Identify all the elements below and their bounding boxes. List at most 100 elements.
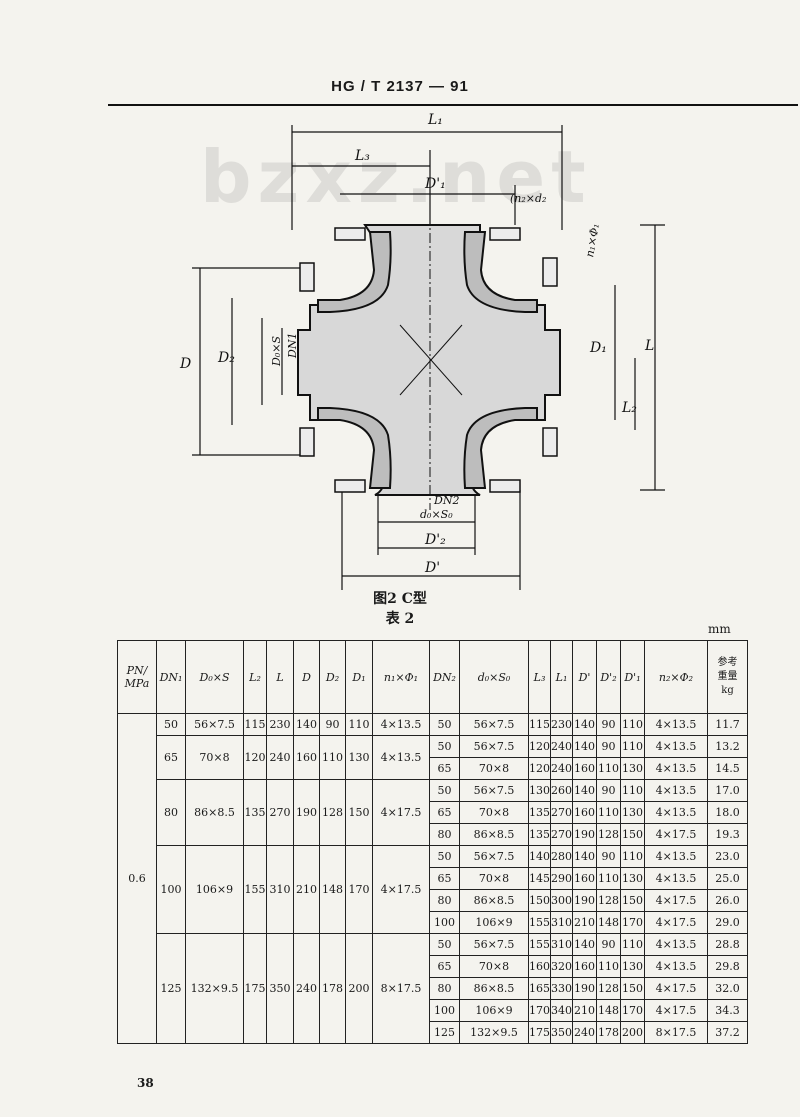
dim-label-L2: L₂ [621,400,637,416]
table-cell: 125 [156,933,186,1044]
table-cell: 160 [572,867,597,890]
standard-code-header: HG / T 2137 — 91 [331,78,469,95]
table-header-cell: PN/MPa [117,640,157,714]
table-cell: 140 [293,713,320,736]
table-cell: 56×7.5 [185,713,244,736]
table-cell: 106×9 [185,845,244,934]
table-cell: 65 [429,801,460,824]
dim-label-D1p: D'₁ [424,176,446,192]
table-cell: 70×8 [185,735,244,780]
dim-label-D1: D₁ [589,340,607,356]
table-cell: 150 [620,823,645,846]
table-cell: 100 [156,845,186,934]
table-cell: 160 [528,955,551,978]
table-cell: 130 [345,735,373,780]
table-cell: 80 [156,779,186,846]
table-cell: 110 [620,779,645,802]
table-cell: 140 [572,779,597,802]
table-cell: 11.7 [707,713,748,736]
table-cell: 110 [596,801,621,824]
table-cell: 106×9 [459,999,529,1022]
table-cell: 110 [345,713,373,736]
table-cell: 310 [266,845,294,934]
table-cell: 155 [528,911,551,934]
dim-label-n1phi1: n₁×Φ₁ [583,222,602,258]
table-cell: 56×7.5 [459,735,529,758]
table-cell: 155 [243,845,267,934]
table-cell: 13.2 [707,735,748,758]
table-cell: 210 [572,911,597,934]
table-cell: 65 [429,955,460,978]
table-cell: 128 [319,779,346,846]
table-cell: 350 [266,933,294,1044]
table-cell: 4×13.5 [644,955,708,978]
table-cell: 56×7.5 [459,845,529,868]
table-cell: 240 [550,735,573,758]
table-cell: 290 [550,867,573,890]
table-cell: 4×13.5 [644,735,708,758]
table-cell: 130 [620,757,645,780]
table-header-cell: d₀×S₀ [459,640,529,714]
table-cell: 90 [596,713,621,736]
table-cell: 320 [550,955,573,978]
table-header-cell: D' [572,640,597,714]
table-cell: 29.8 [707,955,748,978]
page-number: 38 [137,1076,154,1090]
table-cell: 80 [429,823,460,846]
table-cell: 150 [528,889,551,912]
table-cell: 178 [596,1021,621,1044]
table-cell: 50 [156,713,186,736]
table-cell: 70×8 [459,867,529,890]
table-cell: 8×17.5 [644,1021,708,1044]
table-cell: 14.5 [707,757,748,780]
table-cell: 65 [156,735,186,780]
table-cell: 270 [550,823,573,846]
table-cell: 50 [429,713,460,736]
table-cell: 165 [528,977,551,1000]
table-caption: 表 2 [385,611,415,627]
table-cell: 132×9.5 [185,933,244,1044]
table-cell: 110 [596,867,621,890]
table-cell: 170 [620,911,645,934]
table-cell: 25.0 [707,867,748,890]
dim-label-DN1: DN1 [286,333,299,359]
table-cell: 34.3 [707,999,748,1022]
table-header-cell: DN₂ [429,640,460,714]
table-cell: 110 [620,933,645,956]
table-cell: 200 [620,1021,645,1044]
table-cell: 4×13.5 [644,933,708,956]
table-cell: 130 [620,955,645,978]
table-cell: 86×8.5 [185,779,244,846]
table-cell: 150 [620,977,645,1000]
table-cell: 70×8 [459,757,529,780]
table-cell: 132×9.5 [459,1021,529,1044]
table-cell: 4×13.5 [644,713,708,736]
table-cell: 300 [550,889,573,912]
table-cell: 270 [550,801,573,824]
dim-label-n2d2: (n₂×d₂ [510,192,546,205]
table-cell: 65 [429,867,460,890]
table-cell: 175 [528,1021,551,1044]
table-cell: 175 [243,933,267,1044]
table-cell: 140 [572,933,597,956]
table-cell: 280 [550,845,573,868]
dim-label-D: D [179,356,191,372]
header-rule [108,104,798,106]
table-header-cell: L₂ [243,640,267,714]
table-cell: 148 [596,911,621,934]
table-cell: 65 [429,757,460,780]
table-cell: 110 [319,735,346,780]
table-cell: 4×17.5 [372,845,430,934]
table-cell: 50 [429,779,460,802]
